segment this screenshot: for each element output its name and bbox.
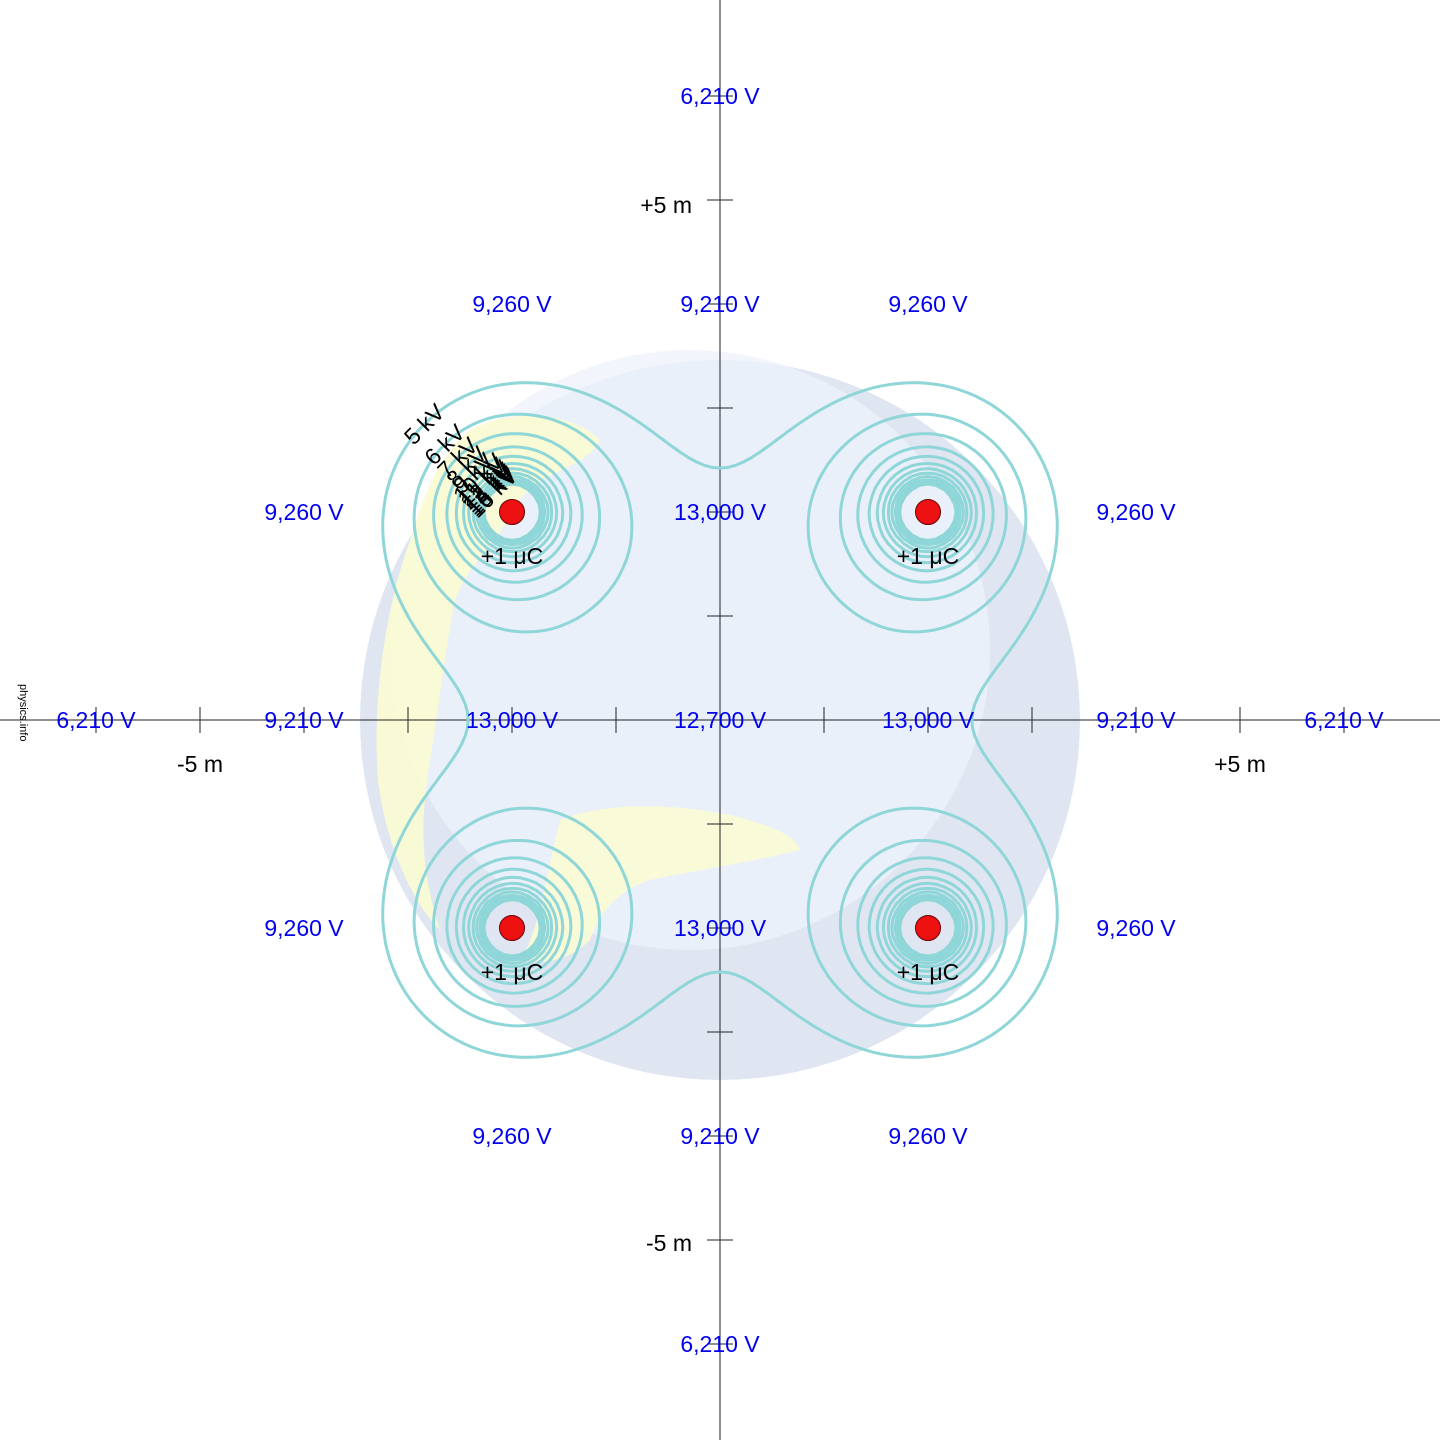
potential-label: 9,260 V <box>472 291 552 317</box>
credit-text: physics.info <box>17 684 29 741</box>
contour-16kv <box>482 482 958 958</box>
contour-15kv <box>480 480 960 960</box>
point-charge: +1 μC <box>481 499 543 569</box>
charge-label: +1 μC <box>897 959 959 985</box>
potential-label: 9,260 V <box>264 499 344 525</box>
contour-12kv <box>471 471 969 969</box>
potential-label: 13,000 V <box>466 707 559 733</box>
y-axis-negative-label: -5 m <box>646 1230 692 1256</box>
contour-13kv <box>475 475 965 965</box>
charge-dot <box>499 915 525 941</box>
x-axis-positive-label: +5 m <box>1214 751 1266 777</box>
contour-5kv <box>381 381 1059 1059</box>
potential-label: 6,210 V <box>680 83 760 109</box>
potential-label: 9,260 V <box>1096 499 1176 525</box>
charge-label: +1 μC <box>481 543 543 569</box>
point-charge: +1 μC <box>897 499 959 569</box>
contour-7kv <box>432 432 1008 1008</box>
potential-label: 9,260 V <box>1096 915 1176 941</box>
potential-label: 6,210 V <box>680 1331 760 1357</box>
potential-label: 13,000 V <box>882 707 975 733</box>
contour-6kv <box>412 412 1028 1028</box>
axis-labels: -5 m +5 m +5 m -5 m <box>177 192 1266 1256</box>
potential-label: 6,210 V <box>1304 707 1384 733</box>
charge-dot <box>915 499 941 525</box>
axis-ticks <box>95 95 1345 1345</box>
contour-10kv <box>461 461 979 979</box>
potential-label: 9,260 V <box>888 1123 968 1149</box>
point-charges: +1 μC +1 μC +1 μC +1 μC <box>481 499 959 985</box>
contour-14kv <box>478 478 962 962</box>
point-charge: +1 μC <box>897 915 959 985</box>
potential-value-labels: 6,210 V 9,260 V 9,210 V 9,260 V 9,260 V 13,00… <box>56 83 1384 1357</box>
potential-label: 9,210 V <box>680 1123 760 1149</box>
globe-land-east <box>520 806 800 962</box>
charge-dot <box>499 499 525 525</box>
contour-9kv <box>454 454 986 986</box>
y-axis-positive-label: +5 m <box>640 192 692 218</box>
charge-label: +1 μC <box>897 543 959 569</box>
contour-8kv <box>445 445 995 995</box>
potential-label: 9,210 V <box>264 707 344 733</box>
equipotential-contours <box>381 381 1059 1059</box>
potential-label: 12,700 V <box>674 707 767 733</box>
potential-label: 13,000 V <box>674 915 767 941</box>
x-axis-negative-label: -5 m <box>177 751 223 777</box>
charge-dot <box>915 915 941 941</box>
globe-land-west <box>376 415 600 930</box>
potential-label: 9,210 V <box>1096 707 1176 733</box>
potential-label: 9,260 V <box>264 915 344 941</box>
contour-11kv <box>467 467 973 973</box>
charge-label: +1 μC <box>481 959 543 985</box>
potential-label: 9,260 V <box>472 1123 552 1149</box>
potential-label: 13,000 V <box>674 499 767 525</box>
point-charge: +1 μC <box>481 915 543 985</box>
potential-label: 6,210 V <box>56 707 136 733</box>
potential-label: 9,210 V <box>680 291 760 317</box>
potential-label: 9,260 V <box>888 291 968 317</box>
